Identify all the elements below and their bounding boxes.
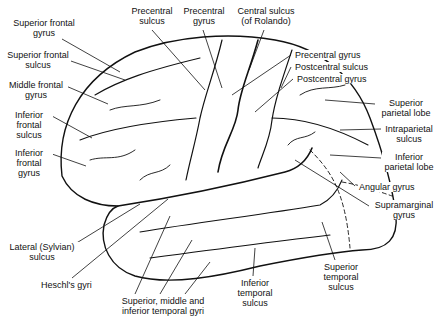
- leader-line: [325, 100, 375, 104]
- region-label: Heschl's gyri: [40, 280, 93, 290]
- leader-line: [135, 216, 170, 294]
- region-label: Inferior temporal sulcus: [232, 278, 278, 308]
- leader-line: [253, 248, 255, 276]
- superior-frontal-sulcus: [95, 58, 200, 95]
- gyral-fold: [90, 150, 135, 160]
- central-sulcus: [218, 40, 258, 172]
- gyral-fold: [110, 100, 160, 110]
- region-label: Inferior frontal sulcus: [5, 110, 53, 140]
- region-label: Precentral gyrus: [177, 6, 231, 26]
- region-label: Angular gyrus: [358, 182, 416, 192]
- leader-line: [52, 154, 86, 166]
- lobe-boundary: [310, 150, 350, 248]
- region-label: Postcentral sulcus: [294, 62, 369, 72]
- region-label: Intraparietal sulcus: [382, 124, 436, 144]
- leader-line: [52, 116, 92, 138]
- leader-line: [232, 55, 291, 95]
- leader-line: [249, 30, 264, 70]
- region-label: Central sulcus (of Rolando): [232, 6, 300, 26]
- region-label: Superior temporal sulcus: [318, 262, 364, 292]
- inferior-temporal-sulcus: [150, 235, 330, 258]
- leader-line: [72, 199, 168, 278]
- region-label: Inferior parietal lobe: [382, 152, 436, 172]
- region-label: Superior parietal lobe: [376, 98, 436, 118]
- leader-line: [255, 79, 293, 112]
- leader-line: [340, 172, 355, 186]
- brain-outline: [61, 36, 396, 280]
- leader-line: [160, 240, 192, 294]
- region-label: Superior frontal gyrus: [8, 18, 80, 38]
- intraparietal-sulcus: [272, 118, 368, 145]
- postcentral-sulcus: [258, 50, 292, 168]
- region-label: Precentral gyrus: [294, 50, 362, 60]
- region-label: Precentral sulcus: [125, 6, 179, 26]
- leader-line: [66, 86, 108, 104]
- leader-line: [340, 129, 381, 130]
- leader-line: [70, 204, 140, 247]
- region-label: Lateral (Sylvian) sulcus: [4, 242, 80, 262]
- region-label: Superior, middle and inferior temporal g…: [112, 296, 214, 316]
- region-label: Postcentral gyrus: [296, 74, 368, 84]
- gyral-fold: [288, 132, 315, 145]
- region-label: Middle frontal gyrus: [4, 80, 68, 100]
- precentral-sulcus: [186, 40, 222, 180]
- region-label: Superior frontal sulcus: [5, 50, 71, 70]
- inferior-frontal-sulcus: [80, 118, 196, 140]
- leader-lines: [52, 30, 381, 294]
- leader-line: [152, 30, 205, 90]
- lateral-sulcus: [118, 148, 312, 206]
- leader-line: [185, 262, 210, 294]
- gyral-fold: [140, 165, 170, 180]
- superior-temporal-sulcus: [140, 180, 342, 232]
- leader-line: [322, 222, 335, 260]
- region-label: Supramarginal gyrus: [372, 200, 436, 220]
- region-label: Inferior frontal gyrus: [5, 148, 53, 178]
- leader-line: [68, 60, 125, 80]
- leader-line: [330, 155, 381, 158]
- leader-line: [203, 30, 222, 88]
- gyral-fold: [300, 85, 345, 95]
